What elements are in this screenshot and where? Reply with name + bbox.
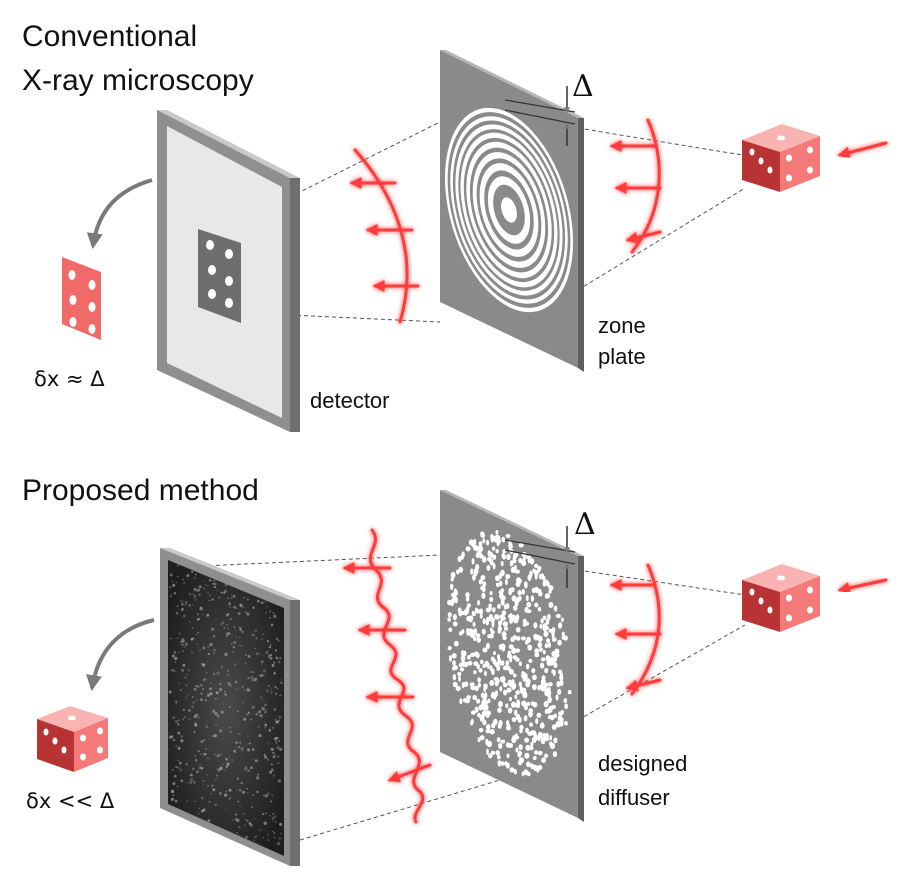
curved-arrow-icon xyxy=(86,178,153,250)
curved-arrow-icon xyxy=(86,618,155,692)
bottom-diffuser xyxy=(440,490,584,822)
top-panel: Conventional X-ray microscopy xyxy=(22,20,888,432)
top-resolution: δx ≈ Δ xyxy=(34,367,105,391)
top-wavefront-right xyxy=(609,118,662,254)
bottom-resolution: δx << Δ xyxy=(26,789,115,813)
top-title-line1: Conventional xyxy=(22,20,197,53)
top-ray-lines xyxy=(289,121,746,323)
bottom-result-dice xyxy=(37,706,108,772)
diffuser-label-line2: diffuser xyxy=(598,785,670,810)
detector-image xyxy=(198,229,241,323)
beam-arrow-icon xyxy=(837,578,888,594)
bottom-delta-indicator xyxy=(504,526,576,588)
beam-arrow-icon xyxy=(837,141,888,159)
bottom-ray-lines xyxy=(159,554,746,841)
top-zone-plate xyxy=(440,50,584,372)
detector-label: detector xyxy=(310,388,390,413)
bottom-title: Proposed method xyxy=(22,474,259,507)
top-title-line2: X-ray microscopy xyxy=(22,64,254,97)
top-delta-symbol: Δ xyxy=(572,69,594,104)
diffuser-label-line1: designed xyxy=(598,751,687,776)
top-delta-indicator xyxy=(504,86,576,146)
bottom-delta-symbol: Δ xyxy=(574,507,596,542)
top-result-card xyxy=(62,257,101,340)
top-wavefront-left xyxy=(349,148,420,324)
dice-icon xyxy=(742,564,820,632)
zone-plate-label-line2: plate xyxy=(598,344,646,369)
bottom-detector xyxy=(160,548,300,866)
zone-plate-label-line1: zone xyxy=(598,313,646,338)
top-detector xyxy=(157,110,300,432)
bottom-wavefront-right xyxy=(609,563,662,696)
speckle-pattern xyxy=(168,560,284,856)
bottom-panel: Proposed method xyxy=(22,474,888,866)
bottom-wavefront-left xyxy=(342,528,432,824)
dice-icon xyxy=(742,124,820,192)
